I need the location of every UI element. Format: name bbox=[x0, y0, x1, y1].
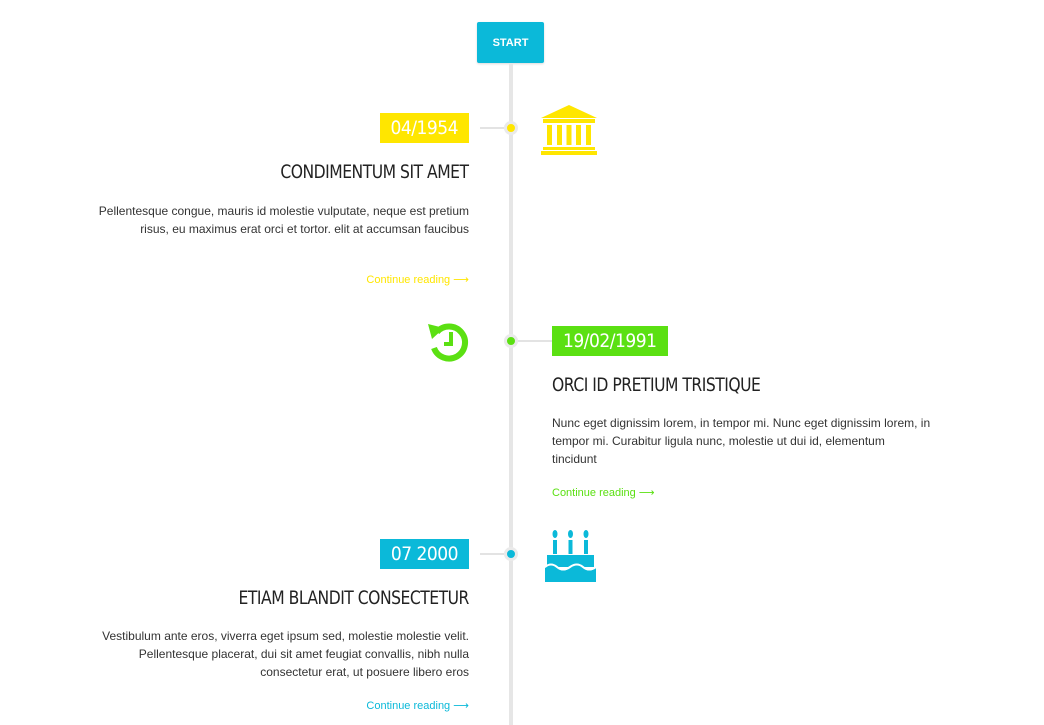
date-badge: 19/02/1991 bbox=[552, 326, 668, 356]
timeline-dot bbox=[504, 121, 518, 135]
entry-text: Vestibulum ante eros, viverra eget ipsum… bbox=[102, 629, 469, 679]
connector-line bbox=[480, 553, 510, 555]
continue-reading-link[interactable]: Continue reading ⟶ bbox=[366, 274, 469, 286]
date-badge: 04/1954 bbox=[379, 113, 469, 143]
timeline-dot bbox=[504, 547, 518, 561]
entry-title: CONDIMENTUM SIT AMET bbox=[280, 161, 470, 183]
timeline-line bbox=[509, 63, 513, 725]
date-badge: 07 2000 bbox=[379, 539, 469, 569]
history-clock-icon bbox=[427, 320, 473, 371]
entry-text: Nunc eget dignissim lorem, in tempor mi.… bbox=[552, 416, 931, 466]
entry-text: Pellentesque congue, mauris id molestie … bbox=[98, 204, 469, 236]
timeline-dot bbox=[504, 334, 518, 348]
start-button[interactable]: START bbox=[477, 22, 544, 63]
bank-icon bbox=[541, 105, 597, 160]
continue-reading-link[interactable]: Continue reading ⟶ bbox=[552, 487, 655, 499]
entry-title: ORCI ID PRETIUM TRISTIQUE bbox=[552, 374, 761, 396]
connector-line bbox=[513, 340, 552, 342]
birthday-cake-icon bbox=[544, 530, 597, 587]
connector-line bbox=[480, 127, 510, 129]
entry-title: ETIAM BLANDIT CONSECTETUR bbox=[238, 587, 470, 609]
continue-reading-link[interactable]: Continue reading ⟶ bbox=[366, 700, 469, 712]
